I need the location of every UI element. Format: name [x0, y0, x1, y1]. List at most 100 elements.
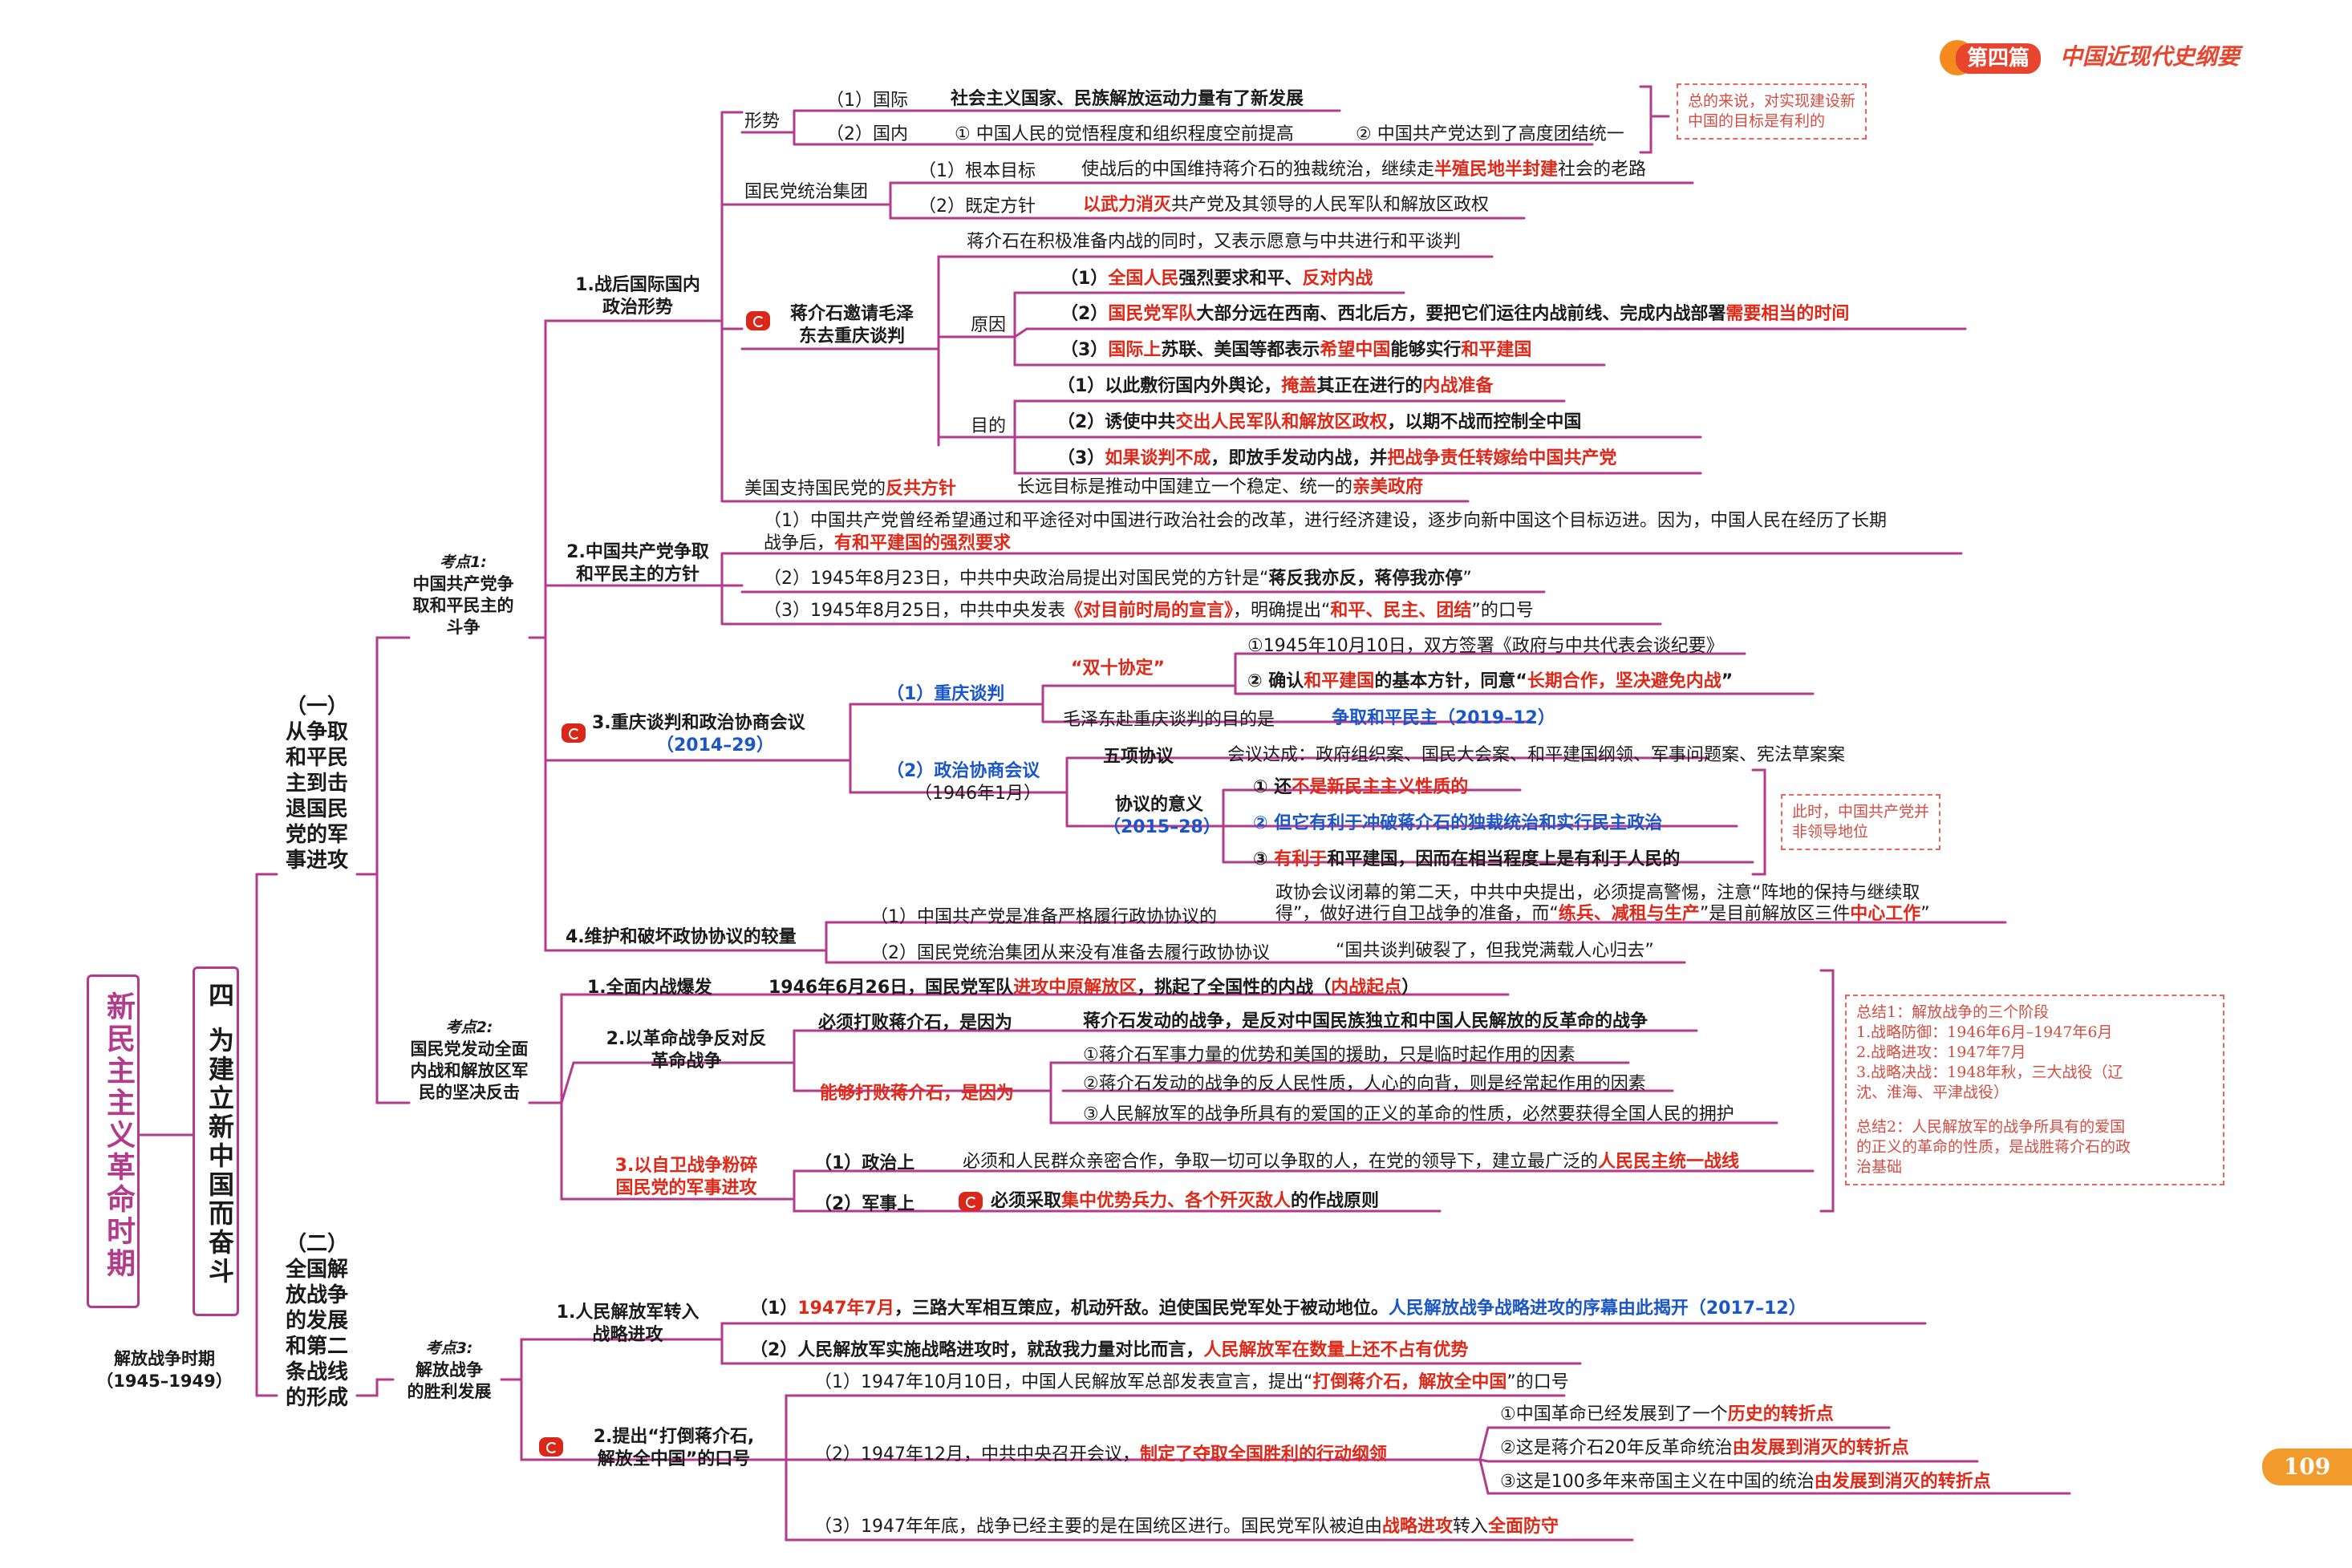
note-3-line-4: 3.战略决战：1948年秋，三大战役（辽	[1856, 1064, 2123, 1081]
chapter-num: 四	[205, 982, 235, 1011]
text-segment: 进攻中原解放区	[1013, 978, 1137, 998]
mao-goal-value: 争取和平民主（2019–12）	[1332, 708, 1555, 728]
topic-8-line-1: 1.人民解放军转入	[556, 1303, 700, 1323]
kaodian-3-line-1: 解放战争	[416, 1360, 483, 1380]
topic-5: 1.全面内战爆发	[587, 978, 712, 998]
slogan-2: （2）1947年12月，中共中央召开会议，制定了夺取全国胜利的行动纲领	[814, 1444, 1387, 1466]
mao-goal-label: 毛泽东赴重庆谈判的目的是	[1063, 710, 1275, 730]
pin-icon	[959, 1192, 983, 1211]
reason-label: 原因	[971, 315, 1007, 335]
text-segment: （3）1947年年底，战争已经主要的是在国统区进行。国民党军队被迫由	[814, 1517, 1382, 1537]
note-3-line-7: 总结2：人民解放军的战争所具有的爱国	[1856, 1118, 2126, 1136]
book-part-tag: 第四篇	[1956, 43, 2042, 74]
text-segment: 社会的老路	[1558, 160, 1647, 180]
maintain-1-note: 政协会议闭幕的第二天，中共中央提出，必须提高警惕，注意“阵地的保持与继续取	[1275, 883, 1920, 903]
military-label: （2）军事上	[814, 1194, 915, 1214]
text-segment: （2）	[1060, 304, 1109, 324]
text-segment: 由发展到消灭的转折点	[1732, 1438, 1909, 1458]
reason-2: （2）国民党军队大部分远在西南、西北后方，要把它们运往内战前线、完成内战部署需要…	[1060, 303, 1849, 326]
section-2: （二）全国解放战争的发展和第二条战线的形成	[277, 1231, 357, 1411]
text-segment: ③	[1253, 849, 1275, 869]
text-segment: ”	[1462, 569, 1472, 589]
must-win-label: 必须打败蒋介石，是因为	[818, 1013, 1013, 1033]
kaodian-2: 考点2: 国民党发动全面 内战和解放区军 民的坚决反击	[397, 1017, 541, 1104]
chapter-title: 为建立新中国而奋斗	[205, 1027, 235, 1286]
significance-label: 协议的意义	[1114, 795, 1203, 815]
text-segment: ，明确提出“	[1233, 601, 1331, 621]
chapter-node: 四 为建立新中国而奋斗	[193, 966, 239, 1316]
pcc-label: （2）政治协商会议	[886, 761, 1040, 781]
text-segment: 和平建国，因而在相当程度上是有利于人民的	[1327, 849, 1681, 869]
text-segment: （2）1945年8月23日，中共中央政治局提出对国民党的方针是“	[764, 569, 1269, 589]
invite-node: 蒋介石邀请毛泽 东去重庆谈判	[772, 303, 932, 348]
text-segment: 使战后的中国维持蒋介石的独裁统治，继续走	[1081, 160, 1435, 180]
gmd-policy-text: 以武力消灭共产党及其领导的人民军队和解放区政权	[1083, 194, 1489, 217]
text-segment: 亲美政府	[1352, 477, 1424, 497]
text-segment: 全国人民	[1108, 269, 1179, 289]
text-segment: 有利于	[1274, 849, 1328, 869]
text-segment: （2）人民解放军实施战略进攻时，就敌我力量对比而言，	[750, 1340, 1204, 1360]
text-segment: （1）	[1060, 269, 1109, 289]
offensive-1: （1）1947年7月，三路大军相互策应，机动歼敌。迫使国民党军处于被动地位。人民…	[750, 1298, 1807, 1320]
topic-6: 2.以革命战争反对反 革命战争	[584, 1028, 789, 1073]
text-segment: ”的口号	[1471, 601, 1534, 621]
civil-war-outbreak: 1946年6月26日，国民党军队进攻中原解放区，挑起了全国性的内战（内战起点）	[768, 977, 1419, 999]
kaodian-3-line-2: 的胜利发展	[407, 1382, 492, 1401]
maintain-1: （1）中国共产党是准备严格履行政协协议的	[870, 907, 1217, 927]
double-ten-label: “双十协定”	[1071, 658, 1165, 679]
text-segment: 把战争责任转嫁给中国共产党	[1387, 448, 1617, 468]
slogan-1: （1）1947年10月10日，中国人民解放军总部发表宣言，提出“打倒蒋介石，解放…	[814, 1371, 1569, 1394]
kaodian-1-line-2: 取和平民主的	[412, 596, 514, 615]
text-segment: 人民解放战争战略进攻的序幕由此揭开（2017–12）	[1388, 1299, 1807, 1319]
double-ten-1: ①1945年10月10日，双方签署《政府与中共代表会谈纪要》	[1247, 636, 1724, 656]
guonei-text-2: ② 中国共产党达到了高度团结统一	[1356, 124, 1624, 144]
text-segment: 《对目前时局的宣言》	[1064, 601, 1233, 621]
five-agreements-text: 会议达成：政府组织案、国民大会案、和平建国纲领、军事问题案、宪法草案案	[1227, 745, 1846, 765]
can-win-1: ①蒋介石军事力量的优势和美国的援助，只是临时起作用的因素	[1083, 1045, 1575, 1065]
significance-3: ③ 有利于和平建国，因而在相当程度上是有利于人民的	[1253, 849, 1680, 871]
reason-1: （1）全国人民强烈要求和平、反对内战	[1060, 268, 1373, 290]
text-segment: 内战准备	[1422, 376, 1494, 396]
text-segment: ，三路大军相互策应，机动歼敌。迫使国民党军处于被动地位。	[894, 1299, 1389, 1319]
maintain-1-note-cont: 得”，做好进行自卫战争的准备，而“练兵、减租与生产”是目前解放区三件中心工作”	[1275, 903, 1930, 926]
purpose-2: （2）诱使中共交出人民军队和解放区政权，以期不战而控制全中国	[1057, 411, 1581, 434]
topic-7-line-1: 3.以自卫战争粉碎	[614, 1156, 758, 1176]
text-segment: 全面防守	[1488, 1517, 1559, 1537]
section-1: （一）从争取和平民主到击退国民党的军事进攻	[277, 694, 357, 873]
text-segment: 和平、民主、团结	[1330, 601, 1472, 621]
text-segment: 反对内战	[1302, 269, 1373, 289]
kaodian-2-tag: 考点2:	[445, 1019, 493, 1036]
text-segment: ”	[1920, 904, 1930, 924]
pin-icon	[539, 1437, 563, 1457]
invite-line-2: 东去重庆谈判	[798, 326, 905, 346]
text-segment: 交出人民军队和解放区政权	[1175, 412, 1388, 432]
break-2-quote: “国共谈判破裂了，但我党满载人心归去”	[1336, 941, 1654, 961]
us-goal: 长远目标是推动中国建立一个稳定、统一的亲美政府	[1017, 476, 1423, 499]
reason-3: （3）国际上苏联、美国等都表示希望中国能够实行和平建国	[1060, 339, 1531, 362]
text-segment: 得”，做好进行自卫战争的准备，而“	[1275, 904, 1559, 924]
text-segment: 历史的转折点	[1727, 1404, 1834, 1424]
can-win-2: ②蒋介石发动的战争的反人民性质，人心的向背，则是经常起作用的因素	[1083, 1074, 1646, 1094]
note-2-line-1: 此时，中国共产党并	[1792, 803, 1930, 820]
topic-9: 2.提出“打倒蒋介石, 解放全中国”的口号	[566, 1426, 782, 1471]
text-segment: ”	[1721, 671, 1734, 691]
text-segment: （3）	[1060, 340, 1109, 360]
text-segment: 的作战原则	[1291, 1191, 1380, 1211]
note-3: 总结1：解放战争的三个阶段 1.战略防御：1946年6月–1947年6月 2.战…	[1845, 995, 2224, 1185]
slogan-3: （3）1947年年底，战争已经主要的是在国统区进行。国民党军队被迫由战略进攻转入…	[814, 1516, 1559, 1538]
root-node: 新民主主义革命时期	[87, 974, 140, 1308]
gmd-group-label: 国民党统治集团	[744, 182, 869, 202]
ccp-policy-1: （1）中国共产党曾经希望通过和平途径对中国进行政治社会的改革，进行经济建设，逐步…	[764, 511, 1888, 531]
significance-year: （2015–28）	[1103, 817, 1221, 837]
note-3-line-6	[1856, 1103, 2213, 1117]
text-segment: 大部分远在西南、西北后方，要把它们运往内战前线、完成内战部署	[1196, 304, 1726, 324]
pcc-date: （1946年1月）	[914, 784, 1041, 804]
kaodian-1: 考点1: 中国共产党争 取和平民主的 斗争	[397, 552, 529, 638]
text-segment: ②这是蒋介石20年反革命统治	[1500, 1438, 1733, 1458]
text-segment: 集中优势兵力、各个歼灭敌人	[1061, 1191, 1292, 1211]
text-segment: ② 确认	[1247, 671, 1304, 691]
kaodian-1-line-1: 中国共产党争	[412, 574, 514, 594]
ccp-policy-1-cont: 战争后，有和平建国的强烈要求	[764, 533, 1011, 555]
text-segment: （3）	[1057, 448, 1105, 468]
